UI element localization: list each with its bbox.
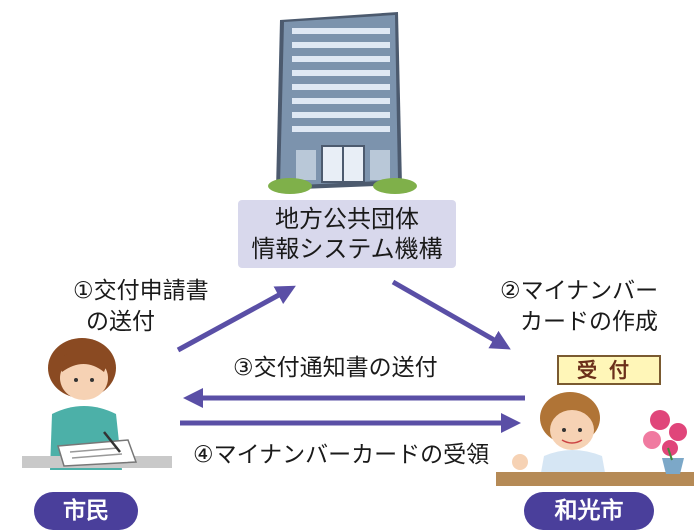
arrow-create — [391, 279, 511, 350]
citizen-writing-icon — [22, 338, 172, 470]
citizen-label: 市民 — [34, 492, 138, 530]
step4-label: ④マイナンバーカードの受領 — [193, 442, 490, 468]
step2-label-line1: ②マイナンバー — [500, 278, 659, 304]
flower-vase-icon — [643, 410, 687, 474]
city-label: 和光市 — [524, 492, 654, 530]
step1-label-line2: の送付 — [86, 309, 155, 335]
city-clerk-icon — [496, 392, 694, 486]
step3-label: ③交付通知書の送付 — [233, 355, 438, 381]
organization-name-line2: 情報システム機構 — [251, 235, 443, 263]
organization-name-line1: 地方公共団体 — [275, 205, 419, 233]
office-building-icon — [268, 12, 417, 194]
reception-sign-icon: 受付 — [557, 355, 661, 385]
organization-label: 地方公共団体 情報システム機構 — [238, 200, 456, 268]
arrow-apply — [176, 285, 296, 353]
step2-label-line2: カードの作成 — [520, 309, 658, 335]
step1-label-line1: ①交付申請書 — [73, 278, 209, 304]
